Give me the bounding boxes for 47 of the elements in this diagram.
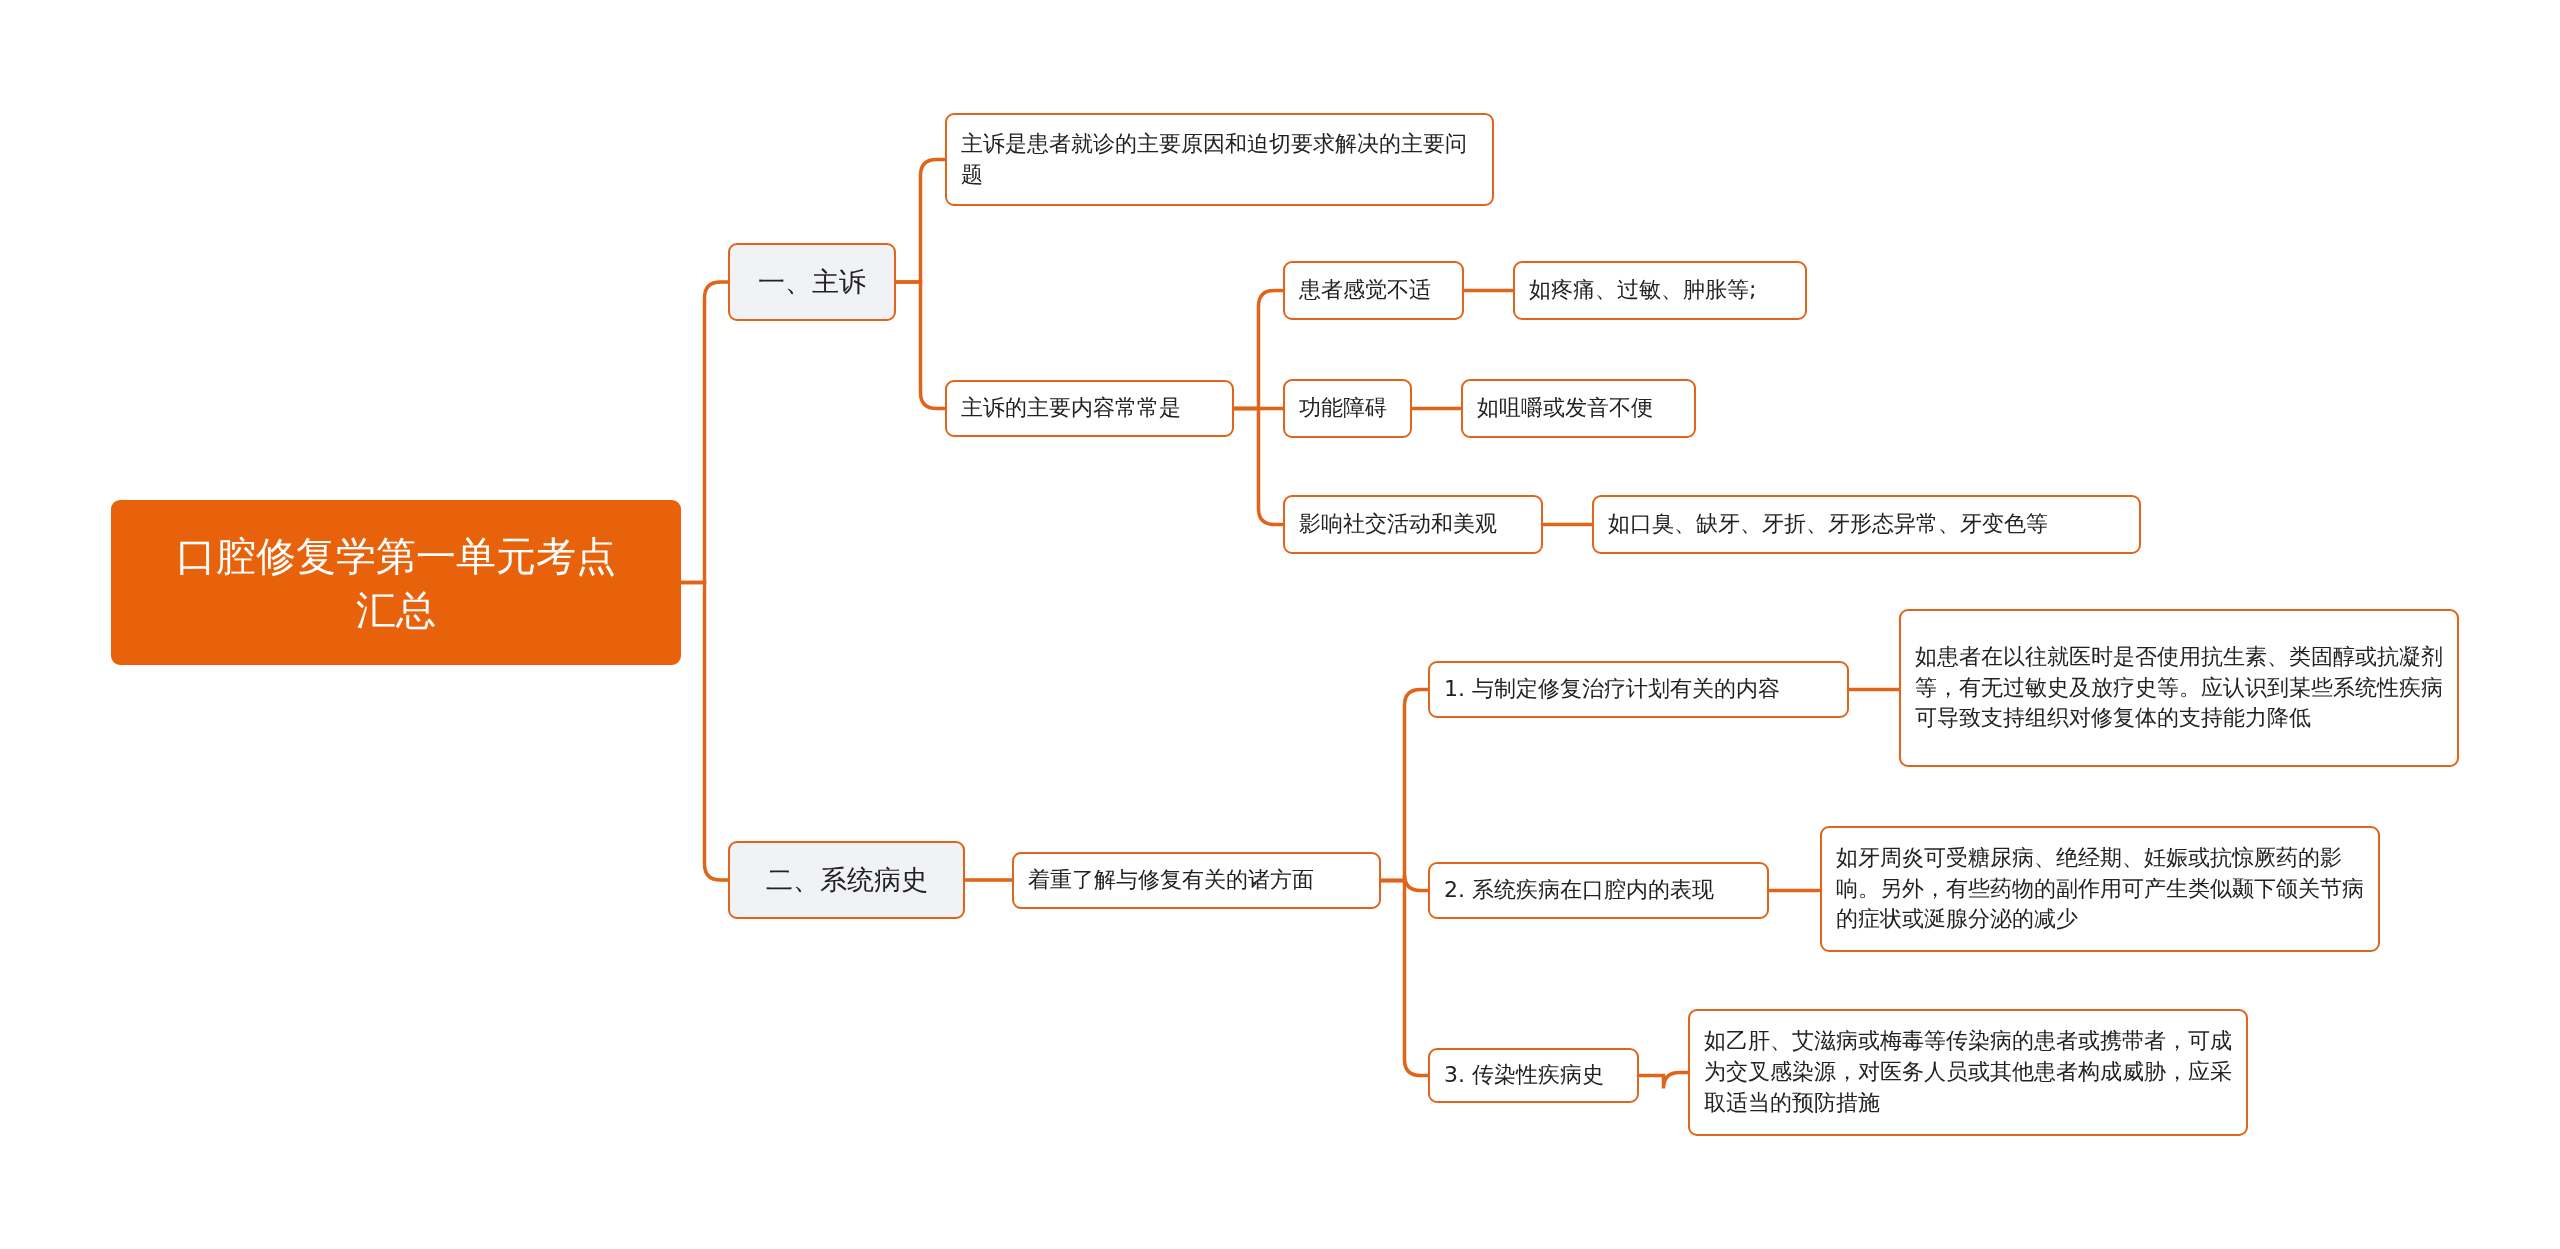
topic-text: 如疼痛、过敏、肿胀等; bbox=[1529, 276, 1757, 305]
connector-line bbox=[1639, 1070, 1688, 1091]
subtopic-box bbox=[1592, 495, 2141, 554]
topic-text: 2. 系统疾病在口腔内的表现 bbox=[1444, 876, 1714, 905]
topic-text: 如乙肝、艾滋病或梅毒等传染病的患者或携带者，可成为交叉感染源，对医务人员或其他患者构成威胁，应采取适当的预防措施 bbox=[1704, 1027, 2232, 1117]
topic-text: 影响社交活动和美观 bbox=[1299, 510, 1497, 539]
topic-text: 二、系统病史 bbox=[765, 863, 928, 898]
central-topic bbox=[111, 500, 681, 665]
subtopic-box bbox=[1820, 826, 2380, 952]
connector-line bbox=[681, 580, 728, 882]
subtopic-box bbox=[1283, 495, 1543, 554]
topic-text: 患者感觉不适 bbox=[1299, 276, 1431, 305]
subtopic-box bbox=[1688, 1009, 2248, 1136]
subtopic-box bbox=[1461, 379, 1696, 438]
subtopic-box bbox=[1513, 261, 1807, 320]
subtopic-box bbox=[1283, 261, 1464, 320]
subtopic-box bbox=[1428, 1048, 1639, 1103]
subtopic-box bbox=[1012, 852, 1381, 909]
topic-text: 如患者在以往就医时是否使用抗生素、类固醇或抗凝剂等，有无过敏史及放疗史等。应认识到某些系统性疾病可导致支持组织对修复体的支持能力降低 bbox=[1915, 642, 2443, 733]
topic-text: 着重了解与修复有关的诸方面 bbox=[1028, 866, 1314, 895]
topic-text: 如口臭、缺牙、牙折、牙形态异常、牙变色等 bbox=[1608, 510, 2048, 539]
subtopic-box bbox=[1428, 862, 1769, 919]
main-topic bbox=[728, 243, 896, 321]
topic-text: 主诉是患者就诊的主要原因和迫切要求解决的主要问题 bbox=[961, 129, 1468, 189]
connector-line bbox=[965, 878, 1012, 882]
connector-line bbox=[1412, 406, 1461, 411]
subtopic-box bbox=[945, 113, 1494, 206]
connector-line bbox=[1543, 522, 1592, 527]
topic-text: 主诉的主要内容常常是 bbox=[961, 394, 1181, 423]
subtopic-box bbox=[1428, 661, 1849, 718]
main-topic bbox=[728, 841, 965, 919]
subtopic-box bbox=[1283, 379, 1412, 438]
subtopic-box bbox=[1899, 609, 2459, 767]
topic-text: 一、主诉 bbox=[758, 265, 866, 300]
topic-text: 功能障碍 bbox=[1299, 394, 1387, 423]
connector-line bbox=[1769, 888, 1820, 893]
topic-text: 如牙周炎可受糖尿病、绝经期、妊娠或抗惊厥药的影响。另外，有些药物的副作用可产生类似颞下颌关节病的症状或涎腺分泌的减少 bbox=[1836, 843, 2364, 934]
connector-line bbox=[1849, 687, 1899, 692]
connector-line bbox=[896, 280, 945, 411]
connector-line bbox=[1381, 878, 1428, 1078]
connector-line bbox=[1234, 406, 1283, 527]
topic-text: 口腔修复学第一单元考点汇总 bbox=[175, 531, 617, 635]
topic-text: 3. 传染性疾病史 bbox=[1444, 1061, 1604, 1090]
connector-line bbox=[1464, 288, 1513, 293]
topic-text: 1. 与制定修复治疗计划有关的内容 bbox=[1444, 675, 1780, 704]
subtopic-box bbox=[945, 380, 1234, 437]
topic-text: 如咀嚼或发音不便 bbox=[1477, 394, 1653, 423]
